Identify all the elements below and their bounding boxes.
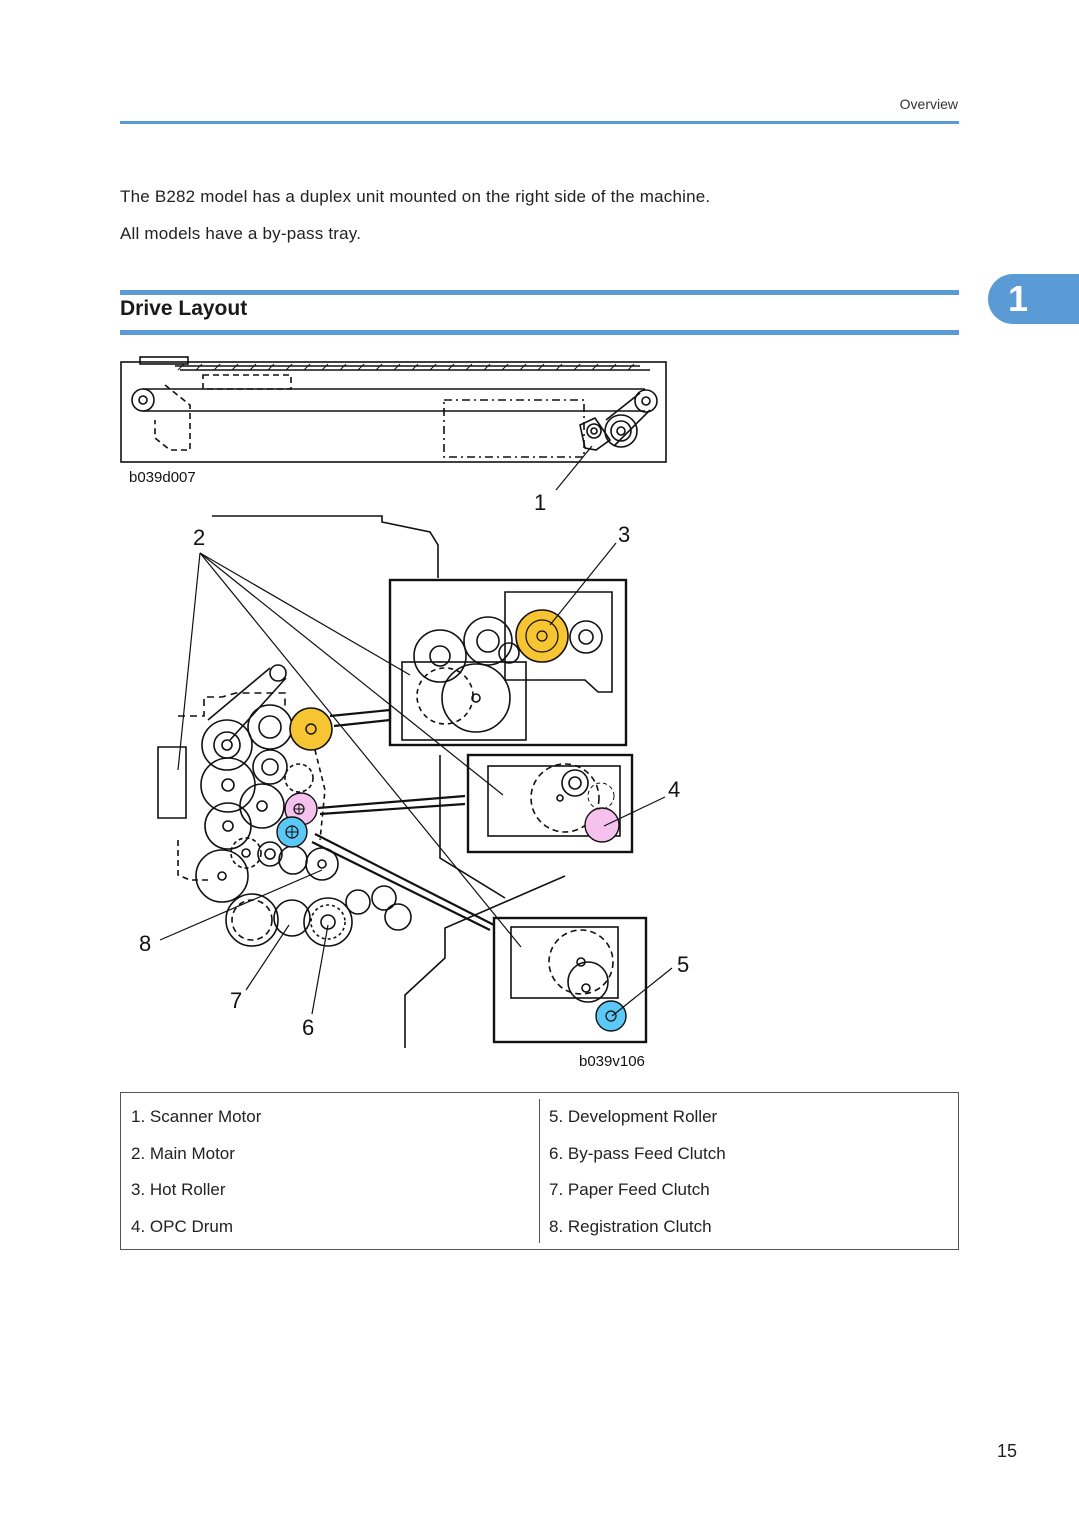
fusing-unit (388, 578, 628, 747)
development-unit (492, 916, 648, 1044)
legend-item: 6. By-pass Feed Clutch (549, 1143, 726, 1163)
opc-drum-gear (584, 807, 620, 843)
legend-item: 5. Development Roller (549, 1107, 718, 1126)
running-header: Overview (899, 96, 958, 112)
legend-item: 8. Registration Clutch (549, 1216, 712, 1236)
page-number: 15 (996, 1441, 1017, 1461)
chapter-tab: 1 (988, 274, 1079, 324)
callout-5: 5 (677, 952, 689, 977)
legend-item: 2. Main Motor (131, 1143, 235, 1163)
section-rule-bottom (120, 330, 959, 335)
legend-item: 4. OPC Drum (131, 1216, 234, 1236)
intro-paragraph-2: All models have a by-pass tray. (120, 224, 362, 243)
main-motor-gear (289, 707, 333, 751)
hot-roller-gear (515, 609, 569, 663)
section-rule-top (120, 290, 959, 295)
section-title: Drive Layout (120, 297, 248, 320)
callout-7: 7 (230, 988, 242, 1013)
header-rule (120, 121, 959, 124)
development-roller-gear (595, 1000, 627, 1032)
legend-item: 3. Hot Roller (131, 1180, 226, 1199)
callout-6: 6 (302, 1015, 314, 1040)
callout-3: 3 (618, 522, 630, 547)
intro-paragraph-1: The B282 model has a duplex unit mounted… (120, 187, 711, 206)
legend-item: 1. Scanner Motor (131, 1107, 262, 1126)
drive-layout-drawing: 1 2 3 4 5 6 7 8 b039d007 b039v106 (120, 356, 689, 1070)
legend-table: 1. Scanner Motor 2. Main Motor 3. Hot Ro… (120, 1092, 959, 1250)
figure-caption-bottom: b039v106 (579, 1053, 645, 1070)
callout-8: 8 (139, 931, 151, 956)
figure-caption-top: b039d007 (129, 469, 196, 486)
scanner-unit (120, 356, 667, 463)
callout-1: 1 (534, 490, 546, 515)
drive-layout-figure: 1 2 3 4 5 6 7 8 b039d007 b039v106 (120, 352, 689, 1077)
drum-unit (466, 753, 634, 854)
leader-lines (159, 445, 673, 1017)
highlighted-parts (276, 609, 627, 1032)
legend-column-right: 5. Development Roller 6. By-pass Feed Cl… (540, 1099, 726, 1245)
legend-item: 7. Paper Feed Clutch (549, 1180, 710, 1199)
callout-2: 2 (193, 525, 205, 550)
callout-4: 4 (668, 777, 680, 802)
legend-column-left: 1. Scanner Motor 2. Main Motor 3. Hot Ro… (121, 1099, 540, 1243)
